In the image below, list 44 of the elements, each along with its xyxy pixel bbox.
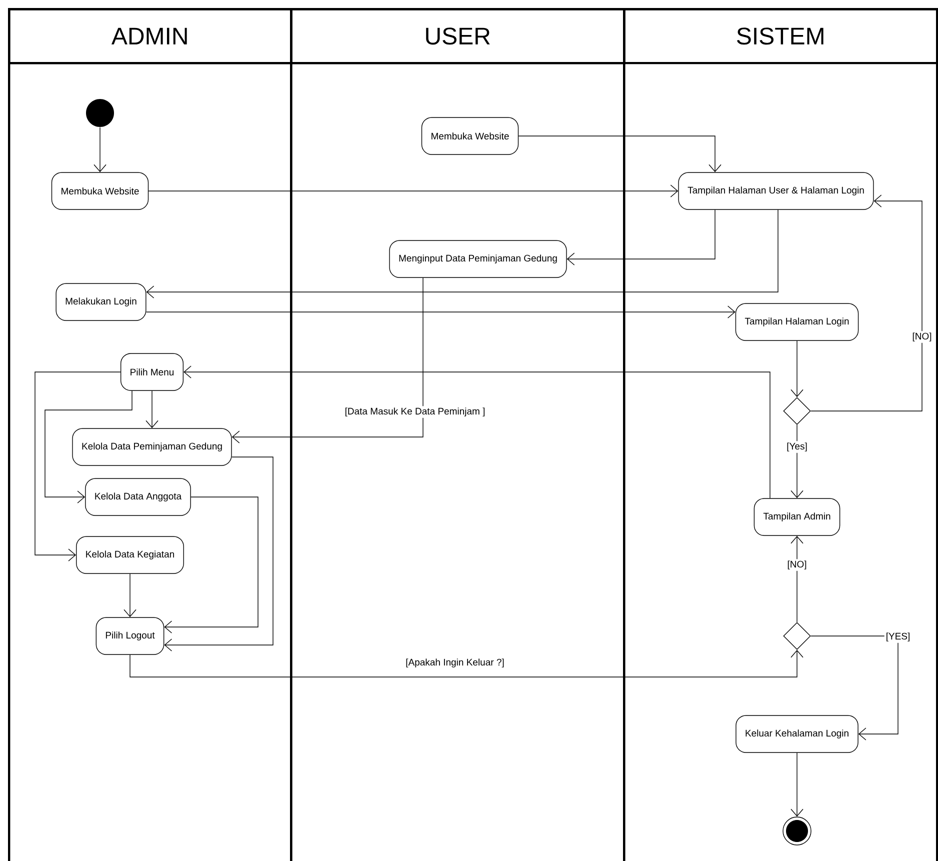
arrow — [146, 210, 778, 298]
edge-label: [Yes] — [787, 442, 807, 452]
start-node — [86, 99, 114, 127]
arrow — [790, 536, 804, 622]
arrow — [34, 372, 121, 562]
arrow — [790, 424, 804, 498]
end-node — [782, 816, 812, 846]
edge-label: [Apakah Ingin Keluar ?] — [406, 658, 504, 668]
arrow — [790, 340, 804, 398]
edge-label: [NO] — [912, 332, 932, 342]
arrow — [790, 752, 804, 817]
arrow — [94, 127, 106, 172]
activity-box: Kelola Data Kegiatan — [76, 536, 184, 574]
activity-box: Keluar Kehalaman Login — [736, 715, 858, 753]
arrow — [130, 650, 804, 678]
edge-label: [Data Masuk Ke Data Peminjam ] — [345, 408, 485, 416]
arrow — [146, 390, 158, 428]
arrow — [810, 194, 922, 412]
arrow — [44, 390, 132, 504]
activity-box: Pilih Menu — [120, 353, 184, 391]
activity-box: Menginput Data Peminjaman Gedung — [389, 240, 567, 278]
activity-box: Membuka Website — [51, 172, 149, 210]
arrow — [566, 210, 716, 266]
arrow — [164, 456, 274, 652]
arrow — [164, 496, 258, 634]
activity-box: Kelola Data Anggota — [85, 478, 191, 516]
arrow — [184, 366, 770, 498]
activity-box: Tampilan Halaman Login — [735, 303, 859, 341]
arrow — [232, 278, 424, 444]
activity-box: Membuka Website — [421, 117, 519, 155]
arrow — [146, 306, 736, 318]
edge-label: [NO] — [788, 560, 806, 570]
decision-diamond — [783, 622, 811, 650]
edge-label: [YES] — [886, 632, 910, 642]
arrow — [810, 636, 898, 740]
arrow — [124, 574, 136, 618]
activity-box: Kelola Data Peminjaman Gedung — [72, 428, 232, 466]
activity-box: Tampilan Halaman User & Halaman Login — [678, 172, 874, 210]
activity-box: Pilih Logout — [96, 617, 164, 655]
arrow — [148, 184, 678, 198]
arrow — [518, 136, 722, 172]
decision-diamond — [783, 397, 811, 425]
activity-box: Tampilan Admin — [754, 498, 840, 536]
activity-box: Melakukan Login — [56, 283, 146, 321]
